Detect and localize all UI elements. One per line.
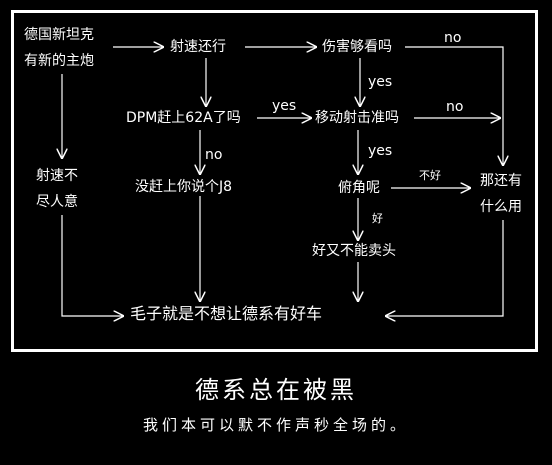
edge-label-depression-bad: 不好	[419, 169, 441, 182]
edge-label-dpm-no: no	[205, 147, 223, 163]
node-rof-unsatisfying: 射速不 尽人意	[34, 163, 80, 215]
edge-label-damage-yes: yes	[368, 74, 393, 90]
node-rof-ok: 射速还行	[168, 38, 228, 56]
edge-label-damage-no: no	[444, 30, 462, 46]
node-useless-line2: 什么用	[480, 199, 522, 215]
node-new-tank-gun-line1: 德国新坦克	[24, 27, 94, 43]
node-gun-depression: 俯角呢	[336, 179, 382, 197]
edge-label-aim-yes: yes	[368, 143, 393, 159]
node-new-tank-gun: 德国新坦克 有新的主炮	[22, 22, 96, 74]
edge-label-depression-good: 好	[372, 212, 383, 225]
node-dpm-not-enough: 没赶上你说个J8	[133, 178, 235, 196]
node-rof-unsatisfying-line1: 射速不	[36, 168, 78, 184]
poster-subtitle: 我们本可以默不作声秒全场的。	[142, 416, 409, 434]
poster-frame	[11, 10, 538, 352]
edge-useless-to-concl	[386, 214, 504, 316]
edge-rofbad-to-concl	[61, 190, 123, 316]
node-dpm-question: DPM赶上62A了吗	[124, 109, 243, 127]
node-cannot-hulldown: 好又不能卖头	[310, 242, 398, 260]
node-moving-accuracy: 移动射击准吗	[313, 109, 401, 127]
node-useless: 那还有 什么用	[478, 168, 524, 220]
node-new-tank-gun-line2: 有新的主炮	[24, 53, 94, 69]
poster-title: 德系总在被黑	[195, 376, 357, 404]
edge-label-dpm-yes: yes	[272, 98, 297, 114]
node-rof-unsatisfying-line2: 尽人意	[36, 194, 78, 210]
node-conclusion: 毛子就是不想让德系有好车	[128, 304, 325, 323]
edge-dmg-no	[405, 46, 503, 165]
node-damage-enough: 伤害够看吗	[320, 38, 394, 56]
node-useless-line1: 那还有	[480, 173, 522, 189]
edge-label-aim-no: no	[446, 99, 464, 115]
